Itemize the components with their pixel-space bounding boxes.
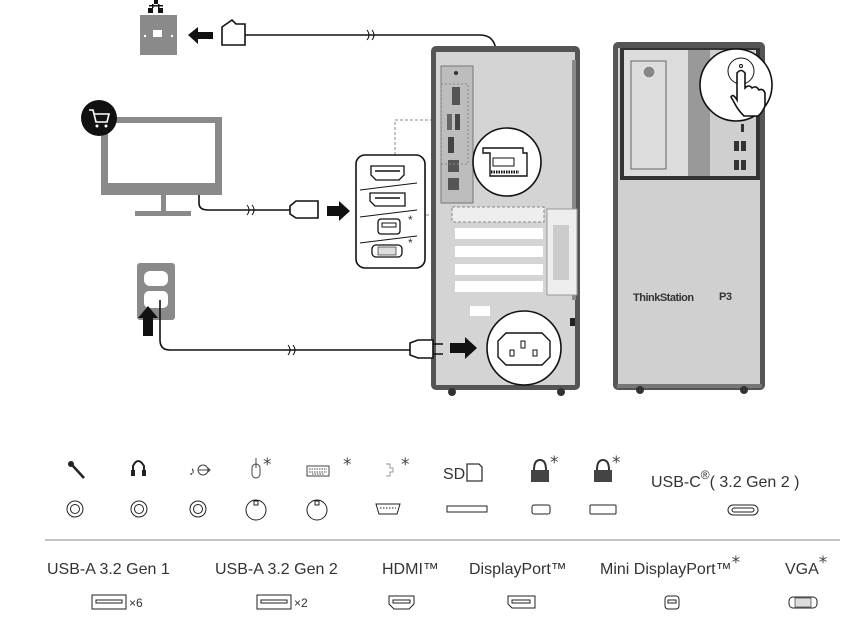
monitor xyxy=(101,117,222,216)
svg-text:VGA*: VGA* xyxy=(785,553,827,578)
displayport-icon xyxy=(369,192,406,207)
displayport-legend: DisplayPort™ xyxy=(469,561,567,609)
line-out-icon: ♪ xyxy=(189,464,211,518)
network-wall-jack xyxy=(140,0,177,55)
arrow-to-video-ports xyxy=(327,201,350,221)
power-cable xyxy=(159,300,443,359)
power-outlet-icon xyxy=(137,263,175,320)
svg-text:*: * xyxy=(612,453,621,473)
hdmi-port-icon xyxy=(370,165,405,181)
mini-displayport-icon xyxy=(377,218,401,235)
shopping-cart-icon xyxy=(81,100,117,136)
svg-text:USB-A 3.2 Gen 1: USB-A 3.2 Gen 1 xyxy=(47,561,170,578)
lock-icon: * xyxy=(531,453,559,515)
microphone-icon xyxy=(66,461,85,518)
arrow-to-power-port xyxy=(450,337,477,359)
brand-label: ThinkStation xyxy=(633,292,694,304)
usb-c-legend: USB-C®( 3.2 Gen 2 ) xyxy=(651,468,799,516)
svg-text:*: * xyxy=(401,455,410,475)
vga-legend: VGA* xyxy=(785,553,827,609)
keyboard-icon: * xyxy=(306,455,352,521)
usbc-label: USB-C xyxy=(651,474,701,491)
network-icon xyxy=(148,0,163,13)
svg-text:*: * xyxy=(408,213,413,227)
headphone-icon xyxy=(130,460,148,518)
svg-text:USB-C®( 3.2 Gen 2 ): USB-C®( 3.2 Gen 2 ) xyxy=(651,468,799,491)
svg-text:*: * xyxy=(550,453,559,473)
arrow-to-wall-jack xyxy=(188,27,213,44)
lock-icon: * xyxy=(589,453,621,515)
svg-text:USB-A 3.2 Gen 2: USB-A 3.2 Gen 2 xyxy=(215,561,338,578)
svg-text:*: * xyxy=(263,455,272,475)
hand-press-icon[interactable] xyxy=(699,48,773,122)
power-port-callout xyxy=(486,310,562,386)
svg-text:DisplayPort™: DisplayPort™ xyxy=(469,561,567,578)
usb-a-gen2-legend: USB-A 3.2 Gen 2 ×2 xyxy=(215,561,338,610)
svg-text:♪: ♪ xyxy=(189,464,195,478)
svg-text:Mini DisplayPort™*: Mini DisplayPort™* xyxy=(600,553,740,578)
usb-a-gen1-legend: USB-A 3.2 Gen 1 ×6 xyxy=(47,561,170,610)
svg-text:HDMI™: HDMI™ xyxy=(382,561,439,578)
ethernet-port-callout xyxy=(472,127,542,197)
vga-icon xyxy=(371,244,403,258)
usbc-reg: ® xyxy=(701,468,710,482)
serial-icon: * xyxy=(375,455,410,515)
svg-text:×6: ×6 xyxy=(129,596,143,610)
video-ports-callout: * * xyxy=(355,119,452,269)
svg-text:*: * xyxy=(408,236,413,250)
hdmi-legend: HDMI™ xyxy=(382,561,439,610)
video-cable xyxy=(198,195,319,219)
svg-text:×2: ×2 xyxy=(294,596,308,610)
svg-text:*: * xyxy=(343,455,352,475)
model-label: P3 xyxy=(719,291,732,303)
sd-card-icon: SD xyxy=(443,463,488,513)
mouse-icon: * xyxy=(245,455,272,521)
svg-text:SD: SD xyxy=(443,466,465,483)
mini-displayport-legend: Mini DisplayPort™* xyxy=(600,553,740,610)
arrow-up-to-outlet xyxy=(138,306,158,336)
usbc-spec: ( 3.2 Gen 2 ) xyxy=(710,474,800,491)
